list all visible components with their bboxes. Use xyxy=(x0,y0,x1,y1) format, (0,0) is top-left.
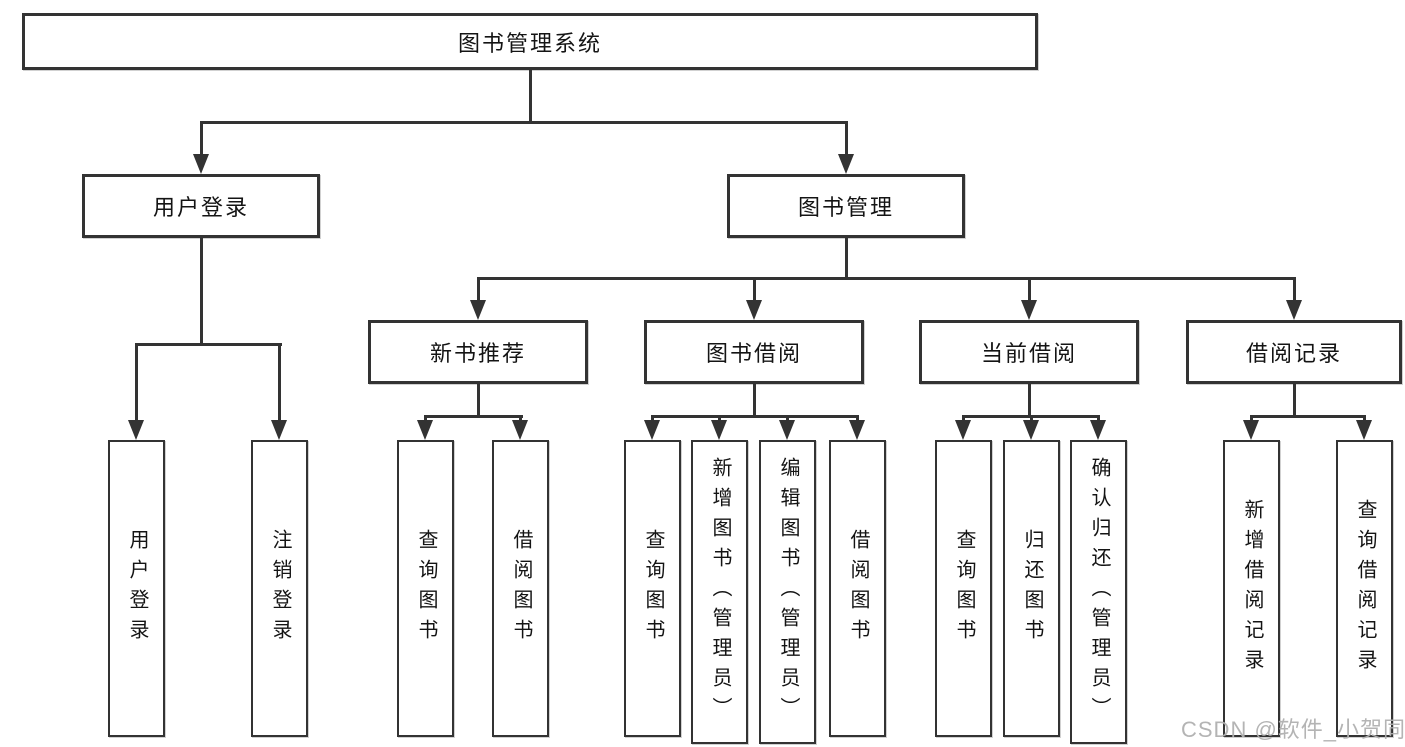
connector-leaf-drop-line xyxy=(786,415,789,424)
arrow-down-icon xyxy=(1021,300,1037,320)
leaf-query-borrow-record: 查询借阅记录 xyxy=(1336,440,1393,737)
connector-leaf-drop-line xyxy=(278,343,281,422)
arrow-down-icon xyxy=(470,300,486,320)
connector-root-bar-line xyxy=(200,121,847,124)
leaf-user-login: 用户登录 xyxy=(108,440,165,737)
connector-l2-drop-line xyxy=(1293,277,1296,303)
arrow-down-icon xyxy=(1286,300,1302,320)
node-book-borrow: 图书借阅 xyxy=(644,320,864,384)
connector-leaf-drop-line xyxy=(718,415,721,424)
node-current-borrow: 当前借阅 xyxy=(919,320,1139,384)
connector-borrowrecord-bar-line xyxy=(1250,415,1365,418)
node-user-login-label: 用户登录 xyxy=(152,195,249,220)
node-borrow-record-label: 借阅记录 xyxy=(1245,341,1342,366)
connector-l2-drop-line xyxy=(1028,277,1031,303)
leaf-borrow-book-newrec-label: 借阅图书 xyxy=(510,528,532,649)
arrow-down-icon xyxy=(1090,420,1106,440)
arrow-down-icon xyxy=(711,420,727,440)
leaf-return-book-label: 归还图书 xyxy=(1021,528,1043,649)
arrow-down-icon xyxy=(849,420,865,440)
csdn-watermark: CSDN @软件_小贺同学 xyxy=(1181,717,1405,742)
leaf-query-book-newrec-label: 查询图书 xyxy=(415,528,437,649)
node-new-book-recommend-label: 新书推荐 xyxy=(429,341,526,366)
connector-currentborrow-stem-line xyxy=(1028,384,1031,417)
arrow-down-icon xyxy=(1243,420,1259,440)
node-borrow-record: 借阅记录 xyxy=(1186,320,1402,384)
arrow-down-icon xyxy=(271,420,287,440)
connector-l2-drop-line xyxy=(477,277,480,303)
connector-user-login-bar-line xyxy=(135,343,282,346)
connector-book-mgmt-drop-line xyxy=(845,121,848,156)
leaf-query-book-borrow-label: 查询图书 xyxy=(642,528,664,649)
leaf-confirm-return-label: 确认归还（管理员） xyxy=(1088,457,1110,727)
arrow-down-icon xyxy=(128,420,144,440)
leaf-add-borrow-record-label: 新增借阅记录 xyxy=(1241,498,1263,679)
leaf-logout-label: 注销登录 xyxy=(269,528,291,649)
connector-leaf-drop-line xyxy=(135,343,138,422)
connector-bookborrow-stem-line xyxy=(753,384,756,417)
leaf-add-book-label: 新增图书（管理员） xyxy=(709,457,731,727)
leaf-add-borrow-record: 新增借阅记录 xyxy=(1223,440,1280,737)
connector-leaf-drop-line xyxy=(424,415,427,424)
connector-leaf-drop-line xyxy=(651,415,654,424)
connector-leaf-drop-line xyxy=(1097,415,1100,424)
connector-newrec-stem-line xyxy=(477,384,480,417)
connector-leaf-drop-line xyxy=(1250,415,1253,424)
arrow-down-icon xyxy=(746,300,762,320)
arrow-down-icon xyxy=(644,420,660,440)
connector-root-stem-line xyxy=(529,70,532,121)
arrow-down-icon xyxy=(779,420,795,440)
leaf-borrow-book-borrow-label: 借阅图书 xyxy=(847,528,869,649)
connector-leaf-drop-line xyxy=(1030,415,1033,424)
leaf-query-borrow-record-label: 查询借阅记录 xyxy=(1354,498,1376,679)
arrow-down-icon xyxy=(838,154,854,174)
arrow-down-icon xyxy=(955,420,971,440)
connector-leaf-drop-line xyxy=(1363,415,1366,424)
connector-l2-drop-line xyxy=(753,277,756,303)
leaf-query-book-newrec: 查询图书 xyxy=(397,440,454,737)
connector-book-mgmt-bar-line xyxy=(477,277,1295,280)
leaf-logout: 注销登录 xyxy=(251,440,308,737)
node-current-borrow-label: 当前借阅 xyxy=(980,341,1077,366)
arrow-down-icon xyxy=(417,420,433,440)
leaf-edit-book: 编辑图书（管理员） xyxy=(759,440,816,744)
leaf-user-login-label: 用户登录 xyxy=(126,528,148,649)
connector-user-login-drop-line xyxy=(200,121,203,156)
node-book-borrow-label: 图书借阅 xyxy=(705,341,802,366)
leaf-return-book: 归还图书 xyxy=(1003,440,1060,737)
node-new-book-recommend: 新书推荐 xyxy=(368,320,588,384)
connector-leaf-drop-line xyxy=(856,415,859,424)
leaf-confirm-return: 确认归还（管理员） xyxy=(1070,440,1127,744)
node-user-login: 用户登录 xyxy=(82,174,320,238)
node-book-management: 图书管理 xyxy=(727,174,965,238)
leaf-add-book: 新增图书（管理员） xyxy=(691,440,748,744)
connector-leaf-drop-line xyxy=(962,415,965,424)
connector-user-login-stem-line xyxy=(200,238,203,345)
arrow-down-icon xyxy=(1023,420,1039,440)
connector-borrowrecord-stem-line xyxy=(1293,384,1296,417)
connector-leaf-drop-line xyxy=(519,415,522,424)
node-book-management-label: 图书管理 xyxy=(797,195,894,220)
connector-book-mgmt-stem-line xyxy=(845,238,848,279)
connector-newrec-bar-line xyxy=(424,415,523,418)
leaf-query-book-borrow: 查询图书 xyxy=(624,440,681,737)
arrow-down-icon xyxy=(193,154,209,174)
node-root-label: 图书管理系统 xyxy=(457,30,602,56)
leaf-query-book-current-label: 查询图书 xyxy=(953,528,975,649)
arrow-down-icon xyxy=(512,420,528,440)
leaf-edit-book-label: 编辑图书（管理员） xyxy=(777,457,799,727)
connector-bookborrow-bar-line xyxy=(651,415,859,418)
arrow-down-icon xyxy=(1356,420,1372,440)
leaf-borrow-book-newrec: 借阅图书 xyxy=(492,440,549,737)
node-root: 图书管理系统 xyxy=(22,13,1038,70)
leaf-query-book-current: 查询图书 xyxy=(935,440,992,737)
leaf-borrow-book-borrow: 借阅图书 xyxy=(829,440,886,737)
